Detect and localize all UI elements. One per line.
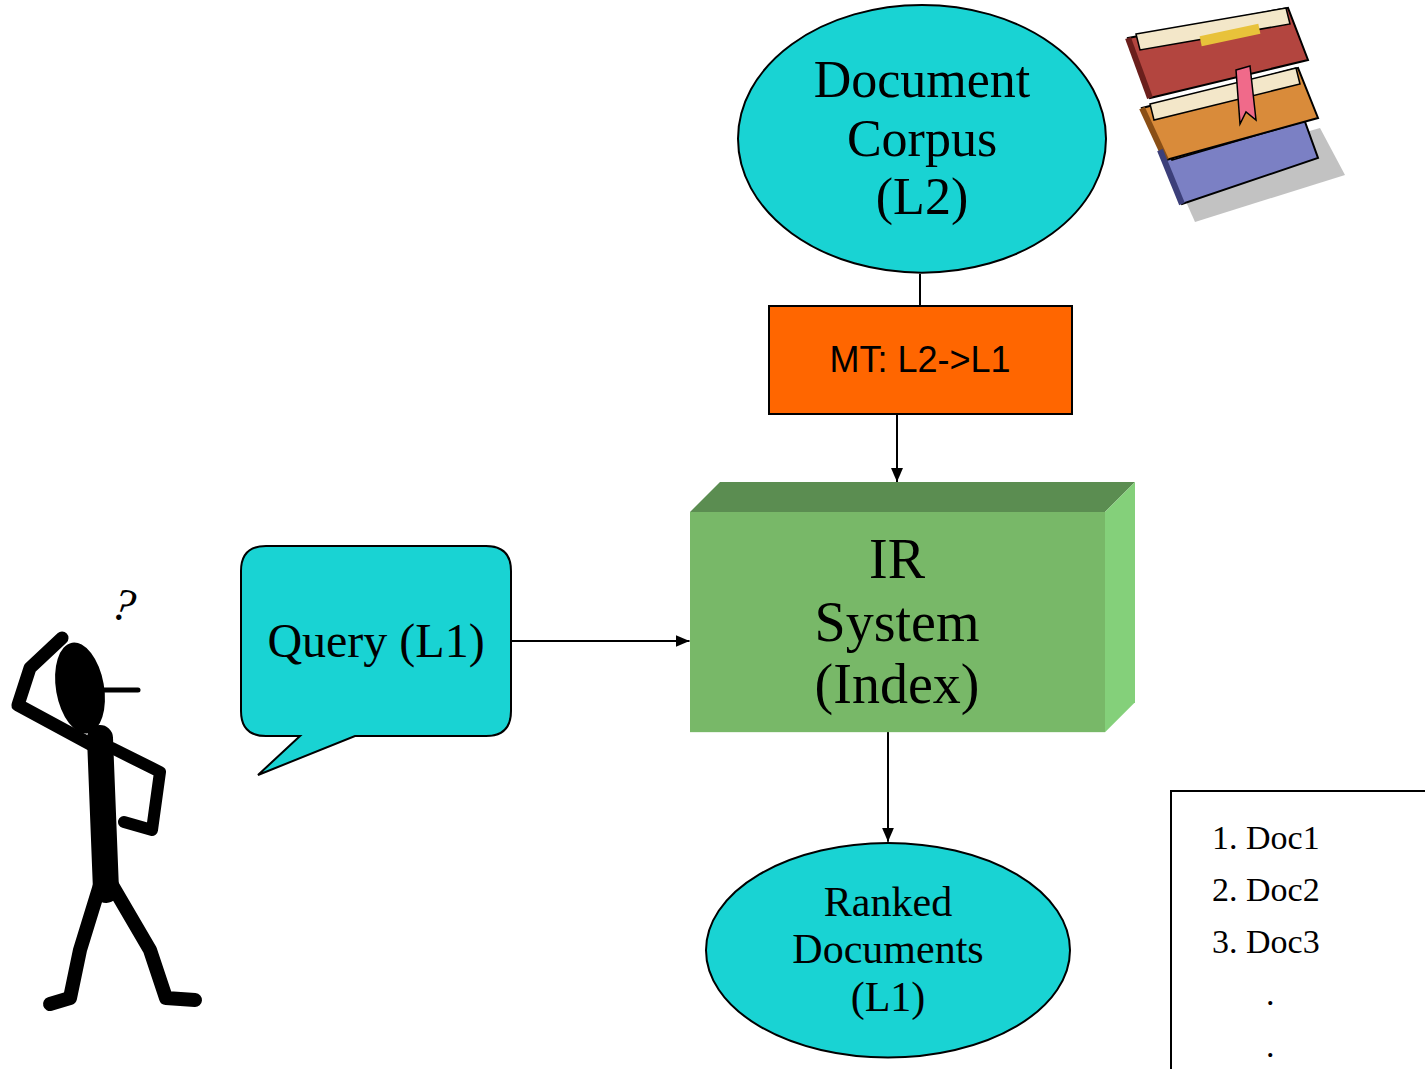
- connector-arrow: [896, 415, 898, 482]
- node-label: 3. Doc3: [1170, 916, 1320, 968]
- node-label: Query (L1): [267, 614, 484, 668]
- thought-mark: ?: [107, 576, 141, 633]
- node-label: 2. Doc2: [1170, 864, 1320, 916]
- node-text-group: Ranked Documents (L1): [773, 879, 1003, 1020]
- node-label: IR System (Index): [782, 528, 1012, 716]
- node-text-group: 1. Doc12. Doc23. Doc3..: [1170, 812, 1320, 1069]
- book-stack-illustration: [1128, 8, 1345, 222]
- node-text-group: IR System (Index): [782, 528, 1012, 716]
- connector-arrow: [887, 732, 889, 842]
- mt-process-box: MT: L2->L1: [768, 305, 1073, 415]
- connector-arrow: [512, 640, 690, 642]
- node-label: .: [1170, 1020, 1320, 1069]
- node-text-group: MT: L2->L1: [829, 340, 1010, 380]
- node-label: MT: L2->L1: [829, 340, 1010, 380]
- node-text-group: Document Corpus (L2): [807, 51, 1037, 226]
- ir-system-box: IR System (Index): [690, 512, 1105, 732]
- node-label: Document Corpus (L2): [807, 51, 1037, 226]
- ranked-documents-ellipse: Ranked Documents (L1): [705, 842, 1071, 1059]
- node-text-group: Query (L1): [267, 614, 484, 668]
- corpus-ellipse: Document Corpus (L2): [737, 4, 1107, 274]
- ranked-list-box: 1. Doc12. Doc23. Doc3..: [1170, 790, 1425, 1069]
- node-label: Ranked Documents (L1): [773, 879, 1003, 1020]
- node-label: .: [1170, 968, 1320, 1020]
- node-label: 1. Doc1: [1170, 812, 1320, 864]
- query-speech-bubble: Query (L1): [240, 545, 512, 737]
- connector-arrow: [919, 274, 921, 305]
- thinking-person-illustration: [18, 638, 195, 1004]
